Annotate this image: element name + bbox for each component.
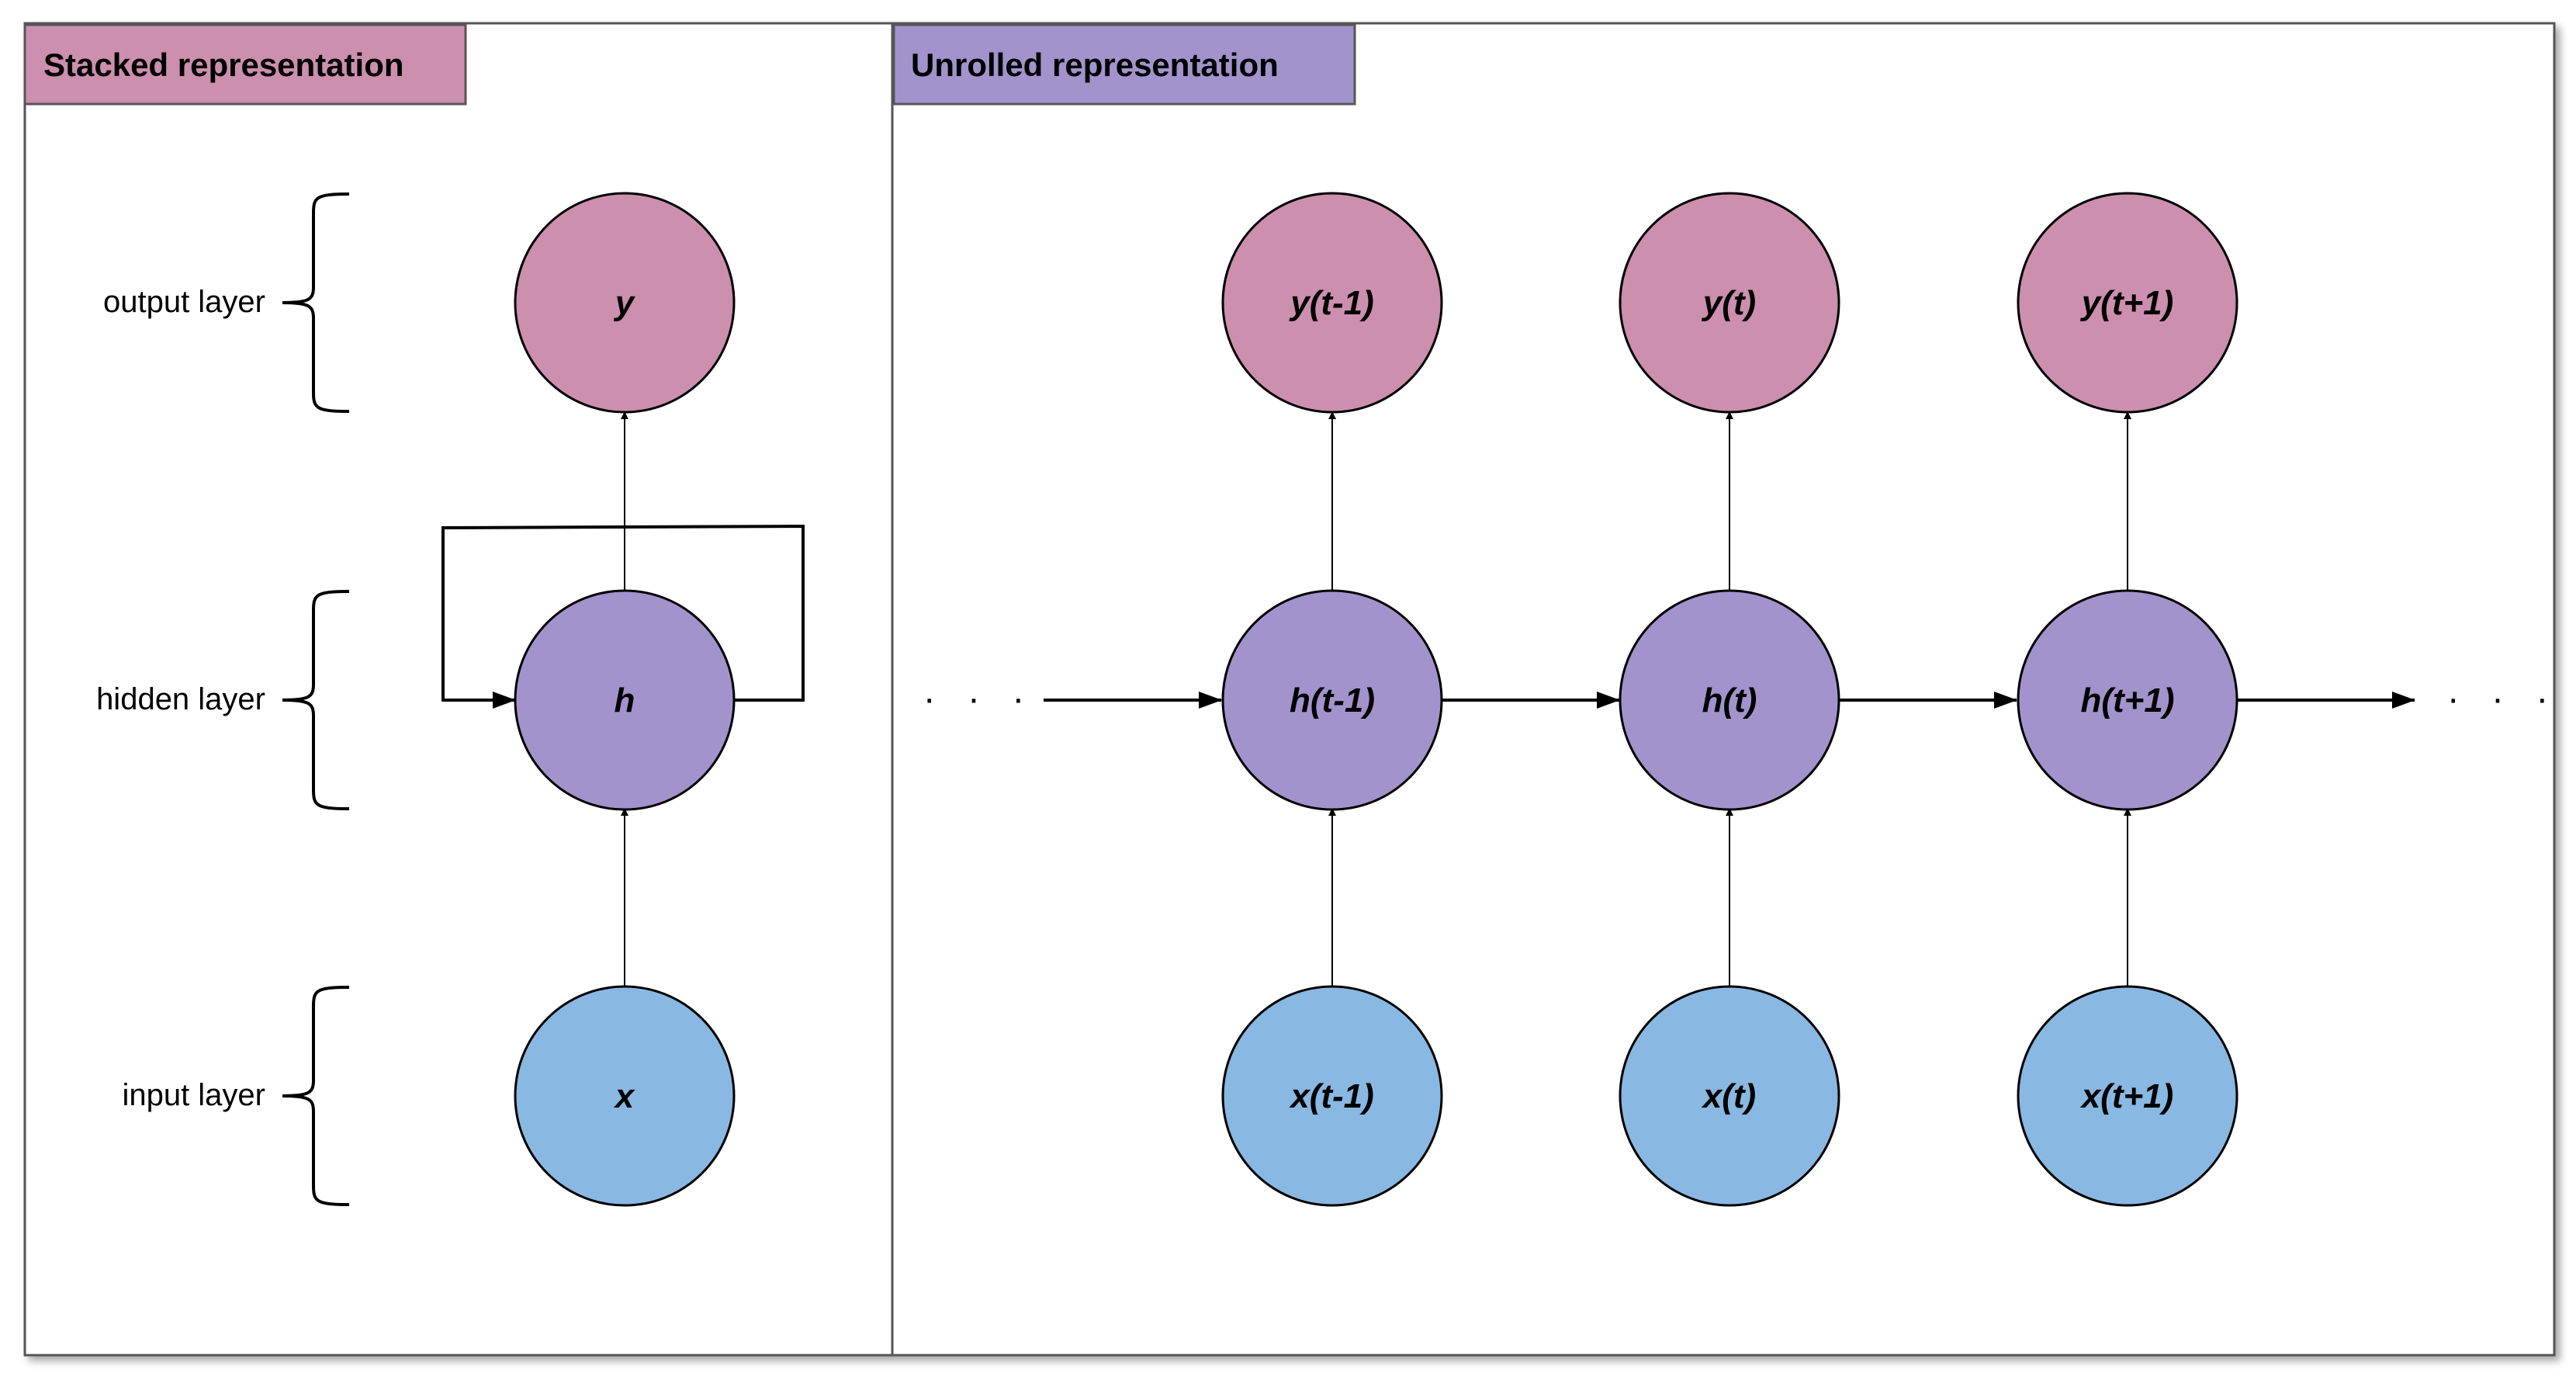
- unrolled-column: y(t) h(t) x(t): [1619, 192, 1840, 1207]
- stacked-header-title: Stacked representation: [43, 47, 404, 83]
- stacked-input-node: [514, 985, 736, 1207]
- hidden-layer-brace: [282, 590, 350, 810]
- unrolled-output-node: [1221, 192, 1443, 414]
- stacked-output-node-label: y: [614, 284, 636, 322]
- hidden-layer-label: hidden layer: [96, 682, 265, 716]
- unrolled-input-node: [1619, 985, 1840, 1207]
- unrolled-output-node-label: y(t+1): [2080, 284, 2174, 322]
- unrolled-hidden-node: [2017, 589, 2238, 811]
- output-layer-brace: [282, 192, 350, 413]
- unrolled-input-node-label: x(t+1): [2080, 1077, 2174, 1115]
- stacked-recurrent-loop-arrow: [441, 524, 805, 709]
- unrolled-input-node-label: x(t): [1702, 1077, 1756, 1115]
- unrolled-output-node: [2017, 192, 2238, 414]
- unrolled-panel: Unrolled representation · · · · · · y(t-…: [891, 22, 2560, 1357]
- unrolled-input-node: [2017, 985, 2238, 1207]
- ellipsis-left: · · ·: [923, 678, 1036, 719]
- unrolled-header-title: Unrolled representation: [911, 47, 1279, 83]
- ellipsis-right: · · ·: [2447, 678, 2560, 719]
- unrolled-output-node: [1619, 192, 1840, 414]
- stacked-input-node-label: x: [614, 1077, 635, 1115]
- stacked-header-box: [23, 23, 467, 106]
- input-layer-brace: [282, 986, 350, 1206]
- unrolled-hidden-node: [1221, 589, 1443, 811]
- stacked-output-node: [514, 192, 736, 414]
- input-layer-label: input layer: [122, 1078, 265, 1112]
- unrolled-hidden-node: [1619, 589, 1840, 811]
- unrolled-hidden-node-label: h(t+1): [2081, 681, 2175, 719]
- unrolled-column: y(t-1) h(t-1) x(t-1): [1221, 192, 1443, 1207]
- stacked-hidden-node-label: h: [615, 681, 635, 719]
- stacked-hidden-node: [514, 589, 736, 811]
- output-layer-label: output layer: [103, 285, 265, 319]
- stacked-panel: Stacked representation output layer hidd…: [23, 22, 894, 1357]
- unrolled-hidden-node-label: h(t-1): [1290, 681, 1375, 719]
- unrolled-hidden-node-label: h(t): [1702, 681, 1757, 719]
- unrolled-header-box: [892, 23, 1356, 106]
- unrolled-input-node-label: x(t-1): [1289, 1077, 1374, 1115]
- unrolled-output-node-label: y(t-1): [1289, 284, 1374, 322]
- stacked-panel-border: [23, 22, 894, 1357]
- unrolled-output-node-label: y(t): [1702, 284, 1756, 322]
- unrolled-column: y(t+1) h(t+1) x(t+1): [2017, 192, 2238, 1207]
- unrolled-input-node: [1221, 985, 1443, 1207]
